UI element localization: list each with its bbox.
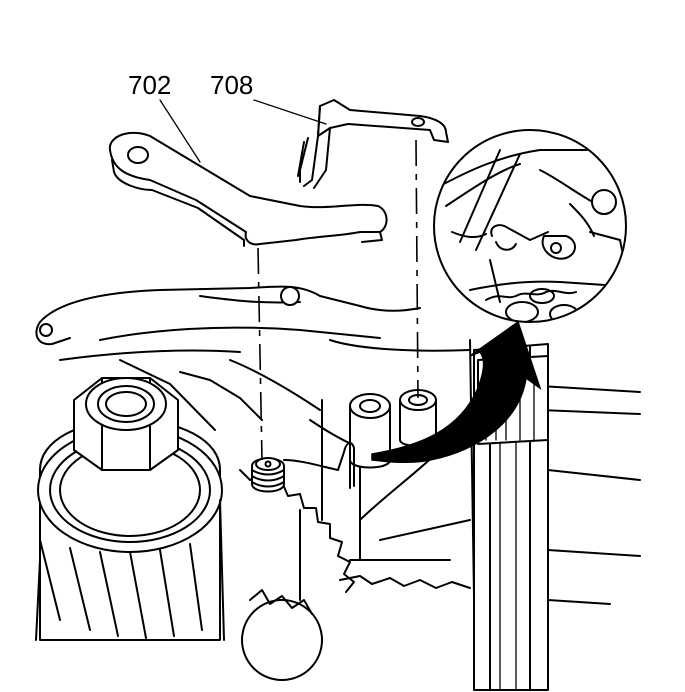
clip-708 bbox=[297, 99, 449, 189]
lever-702 bbox=[108, 131, 388, 247]
callout-708: 708 bbox=[210, 70, 254, 100]
case-outline bbox=[35, 285, 641, 661]
gear-assembly bbox=[35, 377, 471, 681]
alignment-lines bbox=[257, 139, 419, 461]
detail-arrow bbox=[371, 320, 542, 464]
detent-spring bbox=[251, 442, 355, 493]
callout-leaders bbox=[159, 99, 327, 163]
callout-702: 702 bbox=[128, 70, 172, 100]
detail-magnifier bbox=[433, 129, 627, 323]
